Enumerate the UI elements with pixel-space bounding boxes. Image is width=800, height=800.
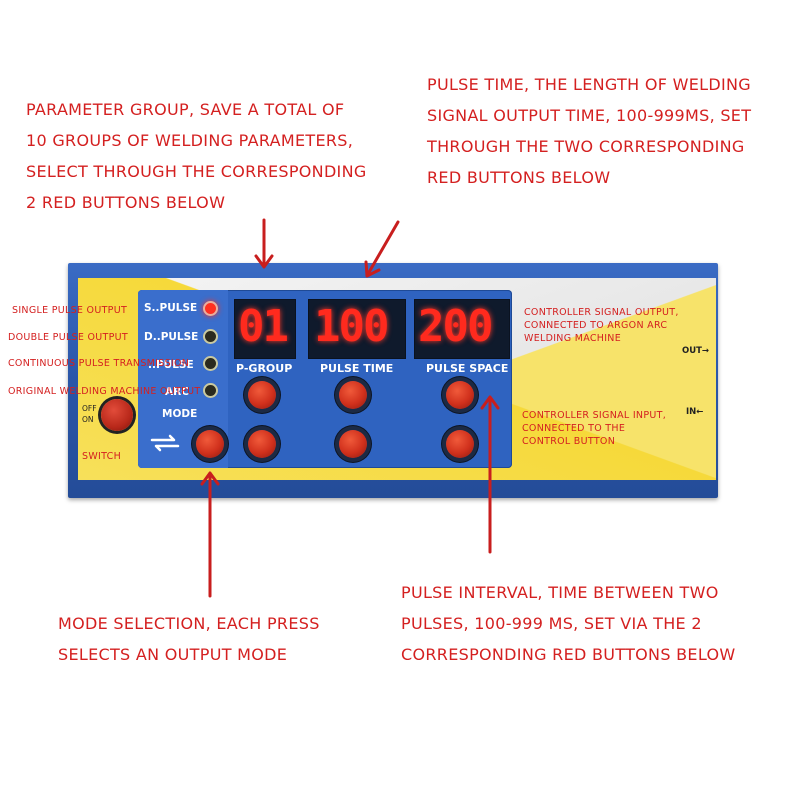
- mode-label-double-pulse: D..PULSE: [144, 331, 199, 343]
- pulse-space-display: 200: [418, 301, 493, 352]
- pulse-space-up-button[interactable]: [446, 381, 474, 409]
- led-single-pulse: [203, 301, 218, 316]
- group-down-button[interactable]: [248, 430, 276, 458]
- group-display-label: P-GROUP: [236, 362, 293, 375]
- pulse-space-down-button[interactable]: [446, 430, 474, 458]
- arrow-pulse-interval: [480, 395, 500, 554]
- annotation-mode-selection: MODE SELECTION, EACH PRESS SELECTS AN OU…: [58, 614, 320, 664]
- annotation-controller-input: CONTROLLER SIGNAL INPUT, CONNECTED TO TH…: [522, 410, 667, 447]
- annotation-original-welding: ORIGINAL WELDING MACHINE OUTPUT: [8, 386, 201, 397]
- pulse-space-display-label: PULSE SPACE: [426, 362, 509, 375]
- output-port-label: OUT→: [682, 346, 710, 356]
- pulse-time-display: 100: [314, 301, 389, 352]
- annotation-parameter-group: PARAMETER GROUP, SAVE A TOTAL OF 10 GROU…: [26, 100, 367, 212]
- arrow-parameter-group: [254, 218, 274, 269]
- annotation-pulse-time: PULSE TIME, THE LENGTH OF WELDING SIGNAL…: [427, 75, 752, 187]
- mode-label-single-pulse: S..PULSE: [144, 302, 198, 314]
- mode-cycle-icon: [150, 434, 180, 452]
- pulse-time-down-button[interactable]: [339, 430, 367, 458]
- annotation-controller-output: CONTROLLER SIGNAL OUTPUT, CONNECTED TO A…: [524, 307, 679, 344]
- led-continuous-pulse: [203, 356, 218, 371]
- annotation-pulse-interval: PULSE INTERVAL, TIME BETWEEN TWO PULSES,…: [401, 583, 736, 664]
- power-switch[interactable]: [101, 399, 133, 431]
- led-double-pulse: [203, 329, 218, 344]
- group-up-button[interactable]: [248, 381, 276, 409]
- led-arc: [203, 383, 218, 398]
- annotation-continuous-pulse: CONTINUOUS PULSE TRANSMISSION: [8, 358, 190, 369]
- annotation-switch: SWITCH: [82, 451, 122, 462]
- pulse-time-display-label: PULSE TIME: [320, 362, 394, 375]
- pulse-time-display-window: [308, 299, 406, 359]
- annotation-single-pulse: SINGLE PULSE OUTPUT: [12, 305, 128, 316]
- group-display: 01: [238, 301, 289, 352]
- annotation-double-pulse: DOUBLE PULSE OUTPUT: [8, 332, 129, 343]
- mode-label-continuous-pulse: ..PULSE: [148, 359, 194, 371]
- arrow-mode-selection: [200, 471, 220, 598]
- pulse-time-up-button[interactable]: [339, 381, 367, 409]
- mode-button[interactable]: [196, 430, 224, 458]
- mode-label: MODE: [162, 408, 198, 420]
- pulse-space-display-window: [414, 299, 510, 359]
- mode-label-arc: ARC: [165, 386, 189, 398]
- input-port-label: IN←: [686, 407, 704, 417]
- switch-on-label: ON: [82, 415, 94, 424]
- arrow-pulse-time: [364, 220, 400, 278]
- switch-off-label: OFF: [82, 404, 97, 413]
- group-display-window: [234, 299, 296, 359]
